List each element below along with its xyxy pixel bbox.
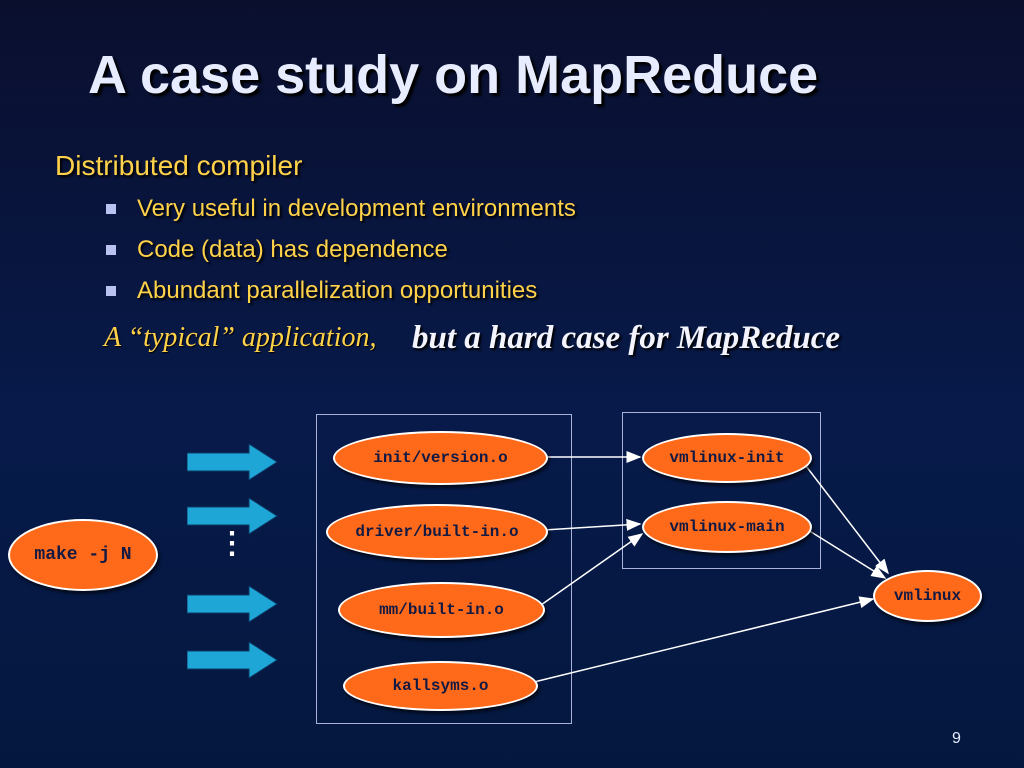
- link-stage-box: [622, 412, 821, 569]
- block-arrow-icon: [187, 498, 278, 534]
- bullet-text: Code (data) has dependence: [137, 236, 448, 263]
- bullet-text: Abundant parallelization opportunities: [137, 277, 538, 304]
- page-number: 9: [952, 730, 961, 747]
- object-files-box: [316, 414, 572, 724]
- square-bullet-icon: [106, 245, 116, 255]
- bullet-item: Code (data) has dependence: [104, 236, 576, 277]
- edge-kallsyms-to-vmlinux: [533, 596, 875, 683]
- node-vmlinux: vmlinux: [873, 570, 982, 622]
- node-driver-built-in: driver/built-in.o: [326, 504, 548, 560]
- hard-case-note: but a hard case for MapReduce: [412, 320, 841, 356]
- make-node: make -j N: [8, 519, 158, 591]
- node-vmlinux-main: vmlinux-main: [642, 501, 812, 553]
- node-mm-built-in: mm/built-in.o: [338, 582, 545, 638]
- ellipsis-dots: ⋮: [217, 527, 247, 560]
- edge-mm-to-main: [540, 533, 644, 606]
- block-arrow-icon: [187, 642, 278, 678]
- edge-main-to-vmlinux: [807, 529, 887, 579]
- square-bullet-icon: [106, 204, 116, 214]
- node-init-version: init/version.o: [333, 431, 548, 485]
- node-kallsyms: kallsyms.o: [343, 661, 538, 711]
- slide-title: A case study on MapReduce: [88, 45, 819, 105]
- square-bullet-icon: [106, 286, 116, 296]
- bullet-list: Very useful in development environments …: [104, 195, 576, 318]
- block-arrow-icon: [187, 444, 278, 480]
- edge-driver-to-main: [543, 518, 642, 531]
- bullet-heading: Distributed compiler: [55, 150, 303, 181]
- bullet-item: Abundant parallelization opportunities: [104, 277, 576, 318]
- block-arrow-icon: [187, 586, 278, 622]
- bullet-text: Very useful in development environments: [137, 195, 576, 222]
- bullet-item: Very useful in development environments: [104, 195, 576, 236]
- node-vmlinux-init: vmlinux-init: [642, 433, 812, 483]
- edge-init-to-vmlinux: [805, 465, 889, 575]
- typical-application-note: A “typical” application,: [104, 322, 377, 353]
